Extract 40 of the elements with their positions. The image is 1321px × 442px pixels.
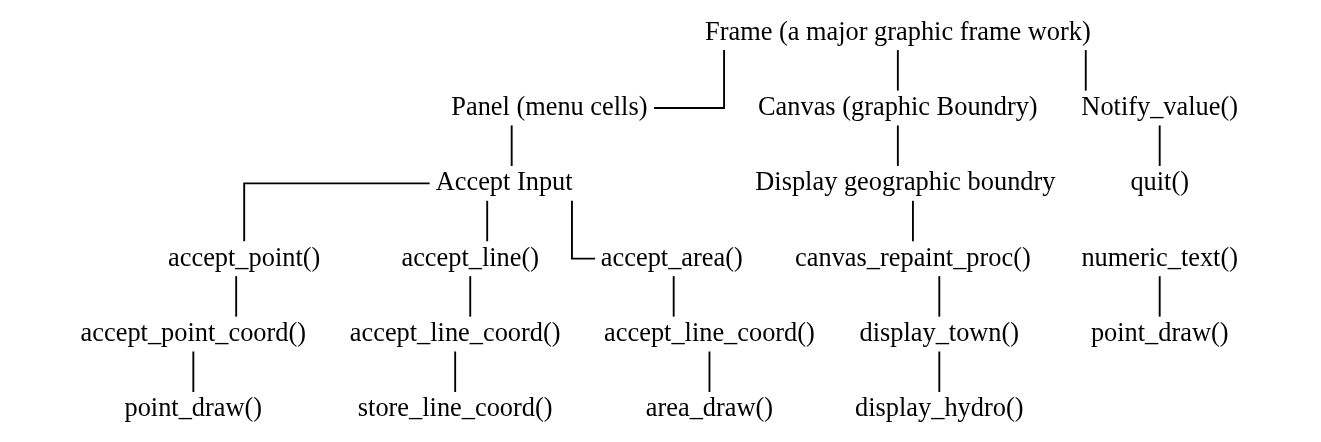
connector: [1158, 275, 1161, 318]
connector: [896, 124, 899, 167]
connector: [571, 199, 597, 260]
node-text: store_line_coord(): [357, 393, 553, 423]
connector: [653, 49, 726, 109]
connector: [938, 275, 941, 318]
node-text: accept_point(): [168, 242, 321, 272]
node-text: display_town(): [859, 318, 1020, 347]
node-text: Canvas (graphic Boundry): [758, 91, 1038, 121]
node-text: accept_line_coord(): [604, 318, 815, 347]
connector: [896, 49, 899, 92]
connector: [938, 350, 941, 393]
connector: [192, 350, 195, 393]
node-text: numeric_text(): [1081, 242, 1239, 272]
node-text: canvas_repaint_proc(): [795, 242, 1031, 272]
node-text: Accept Input: [435, 167, 573, 197]
node-text: accept_point_coord(): [80, 318, 307, 347]
node-text: accept_line(): [401, 242, 540, 272]
connector: [486, 199, 489, 243]
connector: [235, 275, 238, 318]
node-text: point_draw(): [1090, 318, 1229, 347]
connector: [469, 275, 472, 318]
node-text: accept_area(): [600, 242, 743, 272]
connector: [708, 350, 711, 393]
node-text: Notify_value(): [1081, 91, 1239, 121]
connector: [911, 199, 914, 243]
node-text: display_hydro(): [855, 393, 1024, 423]
node-text: Frame (a major graphic frame work): [705, 16, 1091, 46]
connector: [1084, 49, 1087, 92]
node-text: accept_line_coord(): [349, 318, 561, 347]
connector: [510, 124, 513, 167]
node-text: quit(): [1130, 167, 1189, 197]
connector: [243, 182, 431, 243]
connector: [672, 275, 675, 318]
connector: [1158, 124, 1161, 167]
node-text: Panel (menu cells): [451, 91, 648, 121]
node-text: area_draw(): [645, 393, 774, 423]
node-text: Display geographic boundry: [755, 167, 1056, 197]
node-text: point_draw(): [124, 393, 263, 423]
connector: [454, 350, 457, 393]
